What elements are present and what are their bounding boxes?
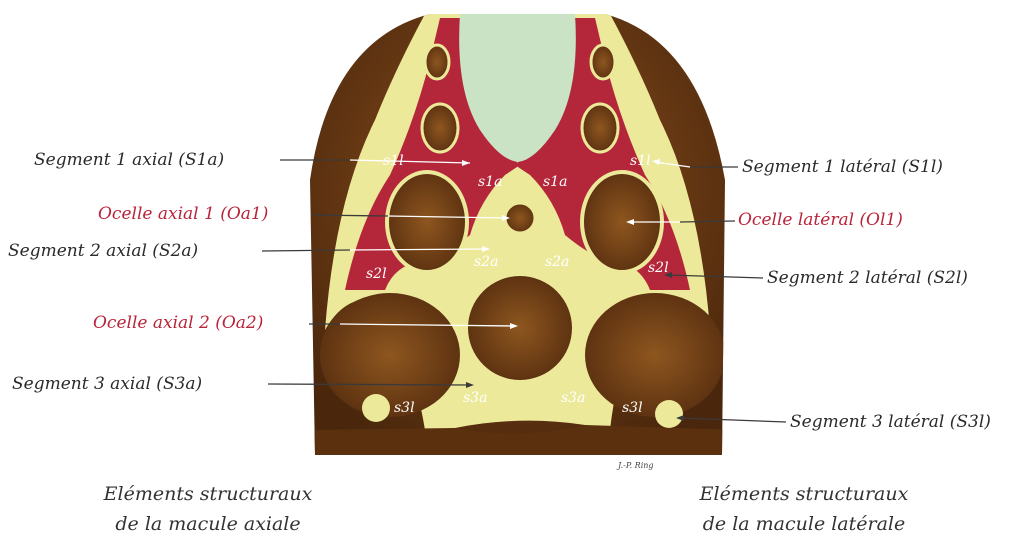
inner-label-s3a-left: s3a bbox=[463, 390, 487, 406]
inner-label-s2a-left: s2a bbox=[474, 254, 498, 270]
inner-label-s2l-left: s2l bbox=[366, 266, 387, 282]
caption-axial-line2: de la macule axiale bbox=[115, 513, 300, 535]
upper-left-ocelle bbox=[425, 45, 449, 79]
s3l-dot-right bbox=[655, 400, 683, 428]
credit: J.-P. Ring bbox=[616, 461, 654, 470]
inner-label-s3l-left: s3l bbox=[394, 400, 415, 416]
label-segment-2-axial: Segment 2 axial (S2a) bbox=[8, 241, 198, 261]
inner-label-s1a-left: s1a bbox=[478, 174, 502, 190]
inner-label-s3a-right: s3a bbox=[561, 390, 585, 406]
mid-right-ocelle bbox=[582, 104, 618, 152]
inner-label-s1l-right: s1l bbox=[630, 153, 651, 169]
lateral-ocelle-left bbox=[387, 172, 467, 272]
label-segment-1-axial: Segment 1 axial (S1a) bbox=[34, 150, 224, 170]
inner-label-s2a-right: s2a bbox=[545, 254, 569, 270]
axial-ocelle-2 bbox=[468, 276, 572, 380]
lower-right-brown bbox=[585, 293, 725, 417]
inner-label-s1a-right: s1a bbox=[543, 174, 567, 190]
s3l-dot-left bbox=[362, 394, 390, 422]
label-ocelle-lateral: Ocelle latéral (Ol1) bbox=[738, 210, 903, 230]
label-segment-1-lateral: Segment 1 latéral (S1l) bbox=[742, 157, 943, 177]
inner-label-s3l-right: s3l bbox=[622, 400, 643, 416]
caption-lateral-line2: de la macule latérale bbox=[703, 513, 906, 535]
caption-lateral-line1: Eléments structuraux bbox=[699, 483, 909, 505]
caption-axial-line1: Eléments structuraux bbox=[103, 483, 313, 505]
mid-left-ocelle bbox=[422, 104, 458, 152]
label-ocelle-axial-1: Ocelle axial 1 (Oa1) bbox=[98, 204, 268, 224]
label-segment-3-axial: Segment 3 axial (S3a) bbox=[12, 374, 202, 394]
label-segment-3-lateral: Segment 3 latéral (S3l) bbox=[790, 412, 991, 432]
label-ocelle-axial-2: Ocelle axial 2 (Oa2) bbox=[93, 313, 263, 333]
label-segment-2-lateral: Segment 2 latéral (S2l) bbox=[767, 268, 968, 288]
upper-right-ocelle bbox=[591, 45, 615, 79]
inner-label-s2l-right: s2l bbox=[648, 260, 669, 276]
lower-left-brown bbox=[320, 293, 460, 417]
